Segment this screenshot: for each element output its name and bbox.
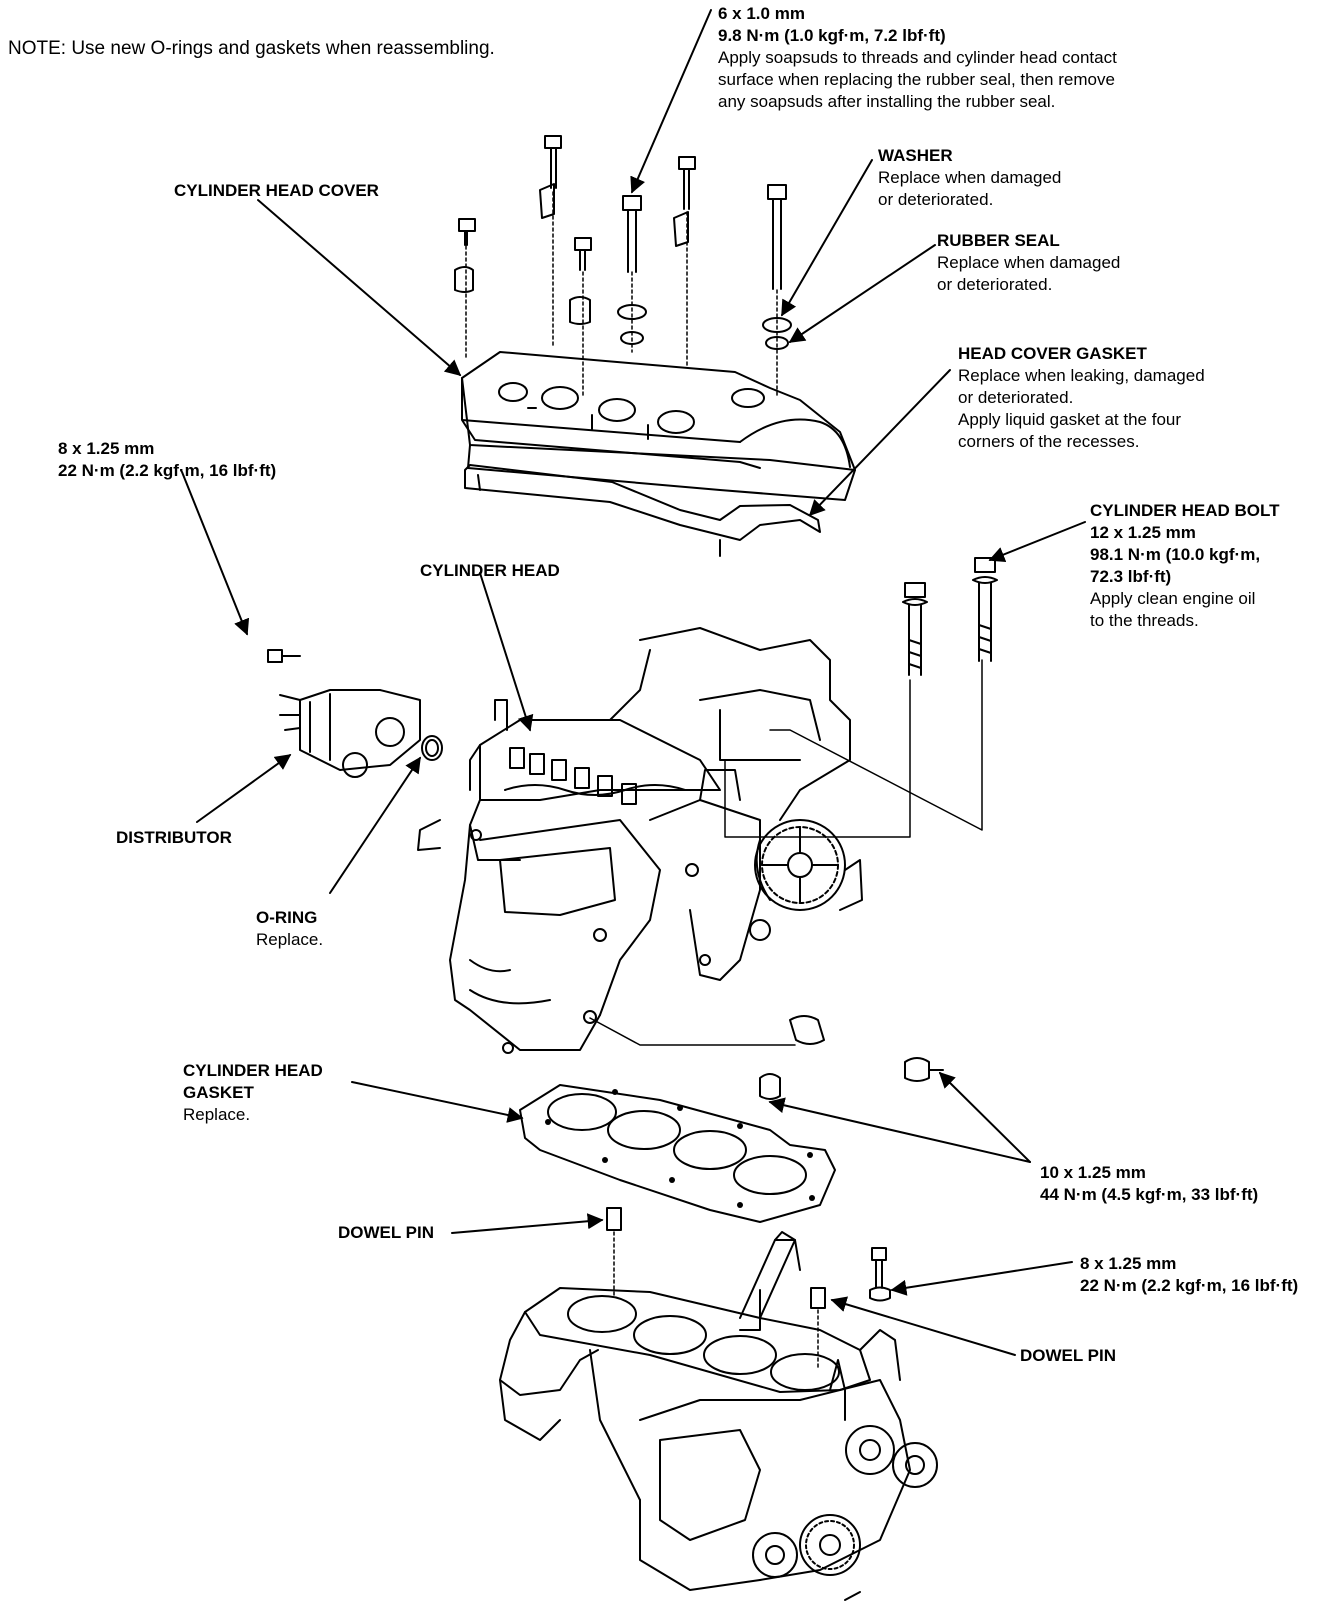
label-bolt-8x125-bottom: 8 x 1.25 mm 22 N·m (2.2 kgf·m, 16 lbf·ft… [1080,1253,1298,1297]
rubber-seal-desc-2: or deteriorated. [937,275,1053,294]
cylinder-head-gasket-desc: Replace. [183,1105,251,1124]
o-ring-title: O-RING [256,908,318,927]
head-cover-gasket-desc-4: corners of the recesses. [958,432,1140,451]
bolt-6x1-torque: 9.8 N·m (1.0 kgf·m, 7.2 lbf·ft) [718,26,946,45]
rubber-seal-desc-1: Replace when damaged [937,253,1121,272]
dowel-pin-left-title: DOWEL PIN [338,1223,435,1242]
head-cover-gasket-title: HEAD COVER GASKET [958,344,1147,363]
cylinder-head-cover [461,351,856,501]
label-cylinder-head-bolt: CYLINDER HEAD BOLT 12 x 1.25 mm 98.1 N·m… [1090,500,1280,632]
cylinder-head-bolt-spec: 12 x 1.25 mm [1090,523,1196,542]
reassembly-note: NOTE: Use new O-rings and gaskets when r… [8,38,495,59]
distributor-title: DISTRIBUTOR [116,828,232,847]
cylinder-head-bolt-torque-2: 72.3 lbf·ft) [1090,567,1172,586]
washer-desc-2: or deteriorated. [878,190,994,209]
cylinder-head-gasket-title-1: CYLINDER HEAD [183,1061,323,1080]
head-cover-gasket-desc-2: or deteriorated. [958,388,1074,407]
cylinder-head-bolt-desc-1: Apply clean engine oil [1090,589,1256,608]
dowel-pins [606,1207,826,1371]
label-bolt-6x1: 6 x 1.0 mm 9.8 N·m (1.0 kgf·m, 7.2 lbf·f… [718,3,1117,113]
engine-block [499,1231,938,1601]
label-rubber-seal: RUBBER SEAL Replace when damaged or dete… [937,230,1120,296]
bolt-6x1-desc-1: Apply soapsuds to threads and cylinder h… [718,48,1117,67]
bolt-6x1-desc-3: any soapsuds after installing the rubber… [718,92,1056,111]
dowel-pin-right-title: DOWEL PIN [1020,1346,1117,1365]
label-dowel-pin-right: DOWEL PIN [1020,1345,1116,1367]
cylinder-head-bolts [902,557,998,676]
head-cover-gasket [464,464,821,557]
washer-title: WASHER [878,146,953,165]
label-dowel-pin-left: DOWEL PIN [338,1222,434,1244]
label-bolt-8x125-top: 8 x 1.25 mm 22 N·m (2.2 kgf·m, 16 lbf·ft… [58,438,276,482]
cover-bolts [454,135,792,399]
bolt-8x125-bottom-spec: 8 x 1.25 mm [1080,1254,1177,1273]
cylinder-head-bolt-title: CYLINDER HEAD BOLT [1090,501,1280,520]
label-cylinder-head-gasket: CYLINDER HEAD GASKET Replace. [183,1060,323,1126]
cylinder-head-cover-title: CYLINDER HEAD COVER [174,181,379,200]
o-ring-desc: Replace. [256,930,324,949]
washer-desc-1: Replace when damaged [878,168,1062,187]
bolt-8x125-top-torque: 22 N·m (2.2 kgf·m, 16 lbf·ft) [58,461,277,480]
cylinder-head-bolt-torque-1: 98.1 N·m (10.0 kgf·m, [1090,545,1261,564]
label-head-cover-gasket: HEAD COVER GASKET Replace when leaking, … [958,343,1205,453]
rubber-seal-title: RUBBER SEAL [937,231,1060,250]
head-cover-gasket-desc-1: Replace when leaking, damaged [958,366,1205,385]
label-distributor: DISTRIBUTOR [116,827,232,849]
cylinder-head [417,627,863,1054]
bolt-10x125-torque: 44 N·m (4.5 kgf·m, 33 lbf·ft) [1040,1185,1259,1204]
bolt-8x125-top-spec: 8 x 1.25 mm [58,439,155,458]
cylinder-head-title: CYLINDER HEAD [420,561,560,580]
head-bolt-guide-lines [589,659,983,1046]
misc-bolts [759,1015,944,1302]
cylinder-head-gasket-title-2: GASKET [183,1083,254,1102]
cylinder-head-bolt-desc-2: to the threads. [1090,611,1199,630]
distributor [267,649,443,778]
bolt-8x125-bottom-torque: 22 N·m (2.2 kgf·m, 16 lbf·ft) [1080,1276,1299,1295]
head-cover-gasket-desc-3: Apply liquid gasket at the four [958,410,1182,429]
cylinder-head-gasket [519,1084,836,1223]
label-o-ring: O-RING Replace. [256,907,323,951]
leader-arrows [181,9,1086,1356]
bolt-6x1-spec: 6 x 1.0 mm [718,4,805,23]
bolt-10x125-spec: 10 x 1.25 mm [1040,1163,1146,1182]
label-washer: WASHER Replace when damaged or deteriora… [878,145,1061,211]
label-bolt-10x125: 10 x 1.25 mm 44 N·m (4.5 kgf·m, 33 lbf·f… [1040,1162,1258,1206]
label-cylinder-head: CYLINDER HEAD [420,560,560,582]
label-cylinder-head-cover: CYLINDER HEAD COVER [174,180,379,202]
bolt-6x1-desc-2: surface when replacing the rubber seal, … [718,70,1115,89]
